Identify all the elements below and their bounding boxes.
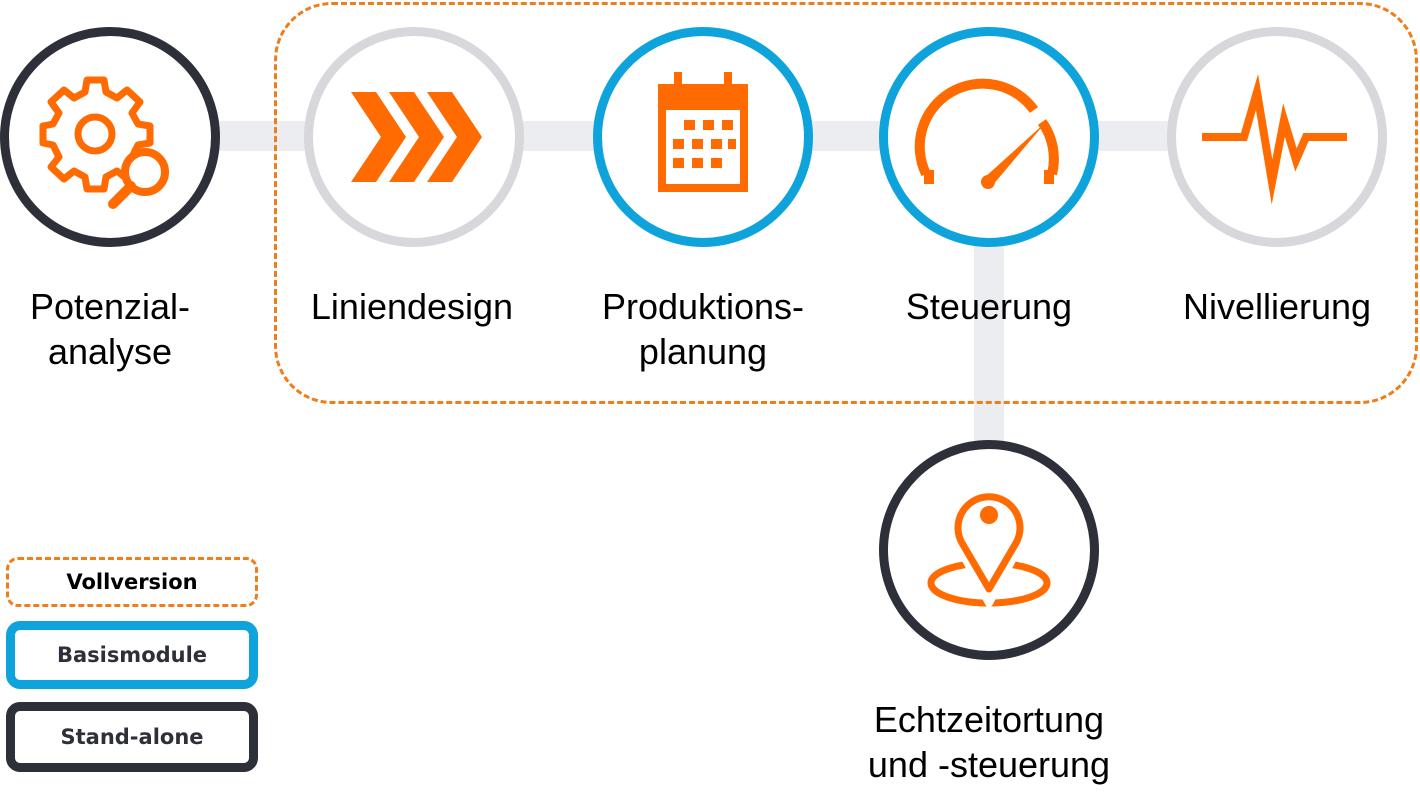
legend-basismodule: Basismodule (6, 621, 258, 689)
node-nivellierung[interactable] (1167, 27, 1387, 247)
group-vollversion-frame (274, 2, 1418, 404)
edge-potenzialanalyse-liniendesign (218, 121, 308, 151)
label-echtzeitortung: Echtzeitortung und -steuerung (867, 699, 1111, 785)
node-steuerung[interactable] (879, 27, 1099, 247)
node-potenzialanalyse[interactable] (0, 27, 220, 247)
calendar-icon (658, 72, 748, 192)
gear-magnifier-icon (39, 76, 169, 209)
node-liniendesign[interactable] (304, 27, 524, 247)
pulse-icon (1202, 73, 1347, 205)
speedometer-icon (914, 78, 1059, 189)
label-steuerung: Steuerung (905, 286, 1073, 327)
node-produktionsplanung[interactable] (593, 27, 813, 247)
label-nivellierung: Nivellierung (1182, 286, 1372, 327)
edge-produktionsplanung-steuerung (810, 121, 884, 151)
triple-chevron-icon (351, 92, 482, 182)
location-pin-icon (927, 493, 1051, 607)
legend-standalone: Stand-alone (6, 702, 258, 772)
edge-liniendesign-produktionsplanung (520, 121, 598, 151)
edge-steuerung-echtzeitortung (974, 238, 1004, 446)
label-produktionsplanung: Produktions- planung (601, 286, 805, 372)
node-echtzeitortung[interactable] (879, 440, 1099, 660)
legend-vollversion: Vollversion (6, 557, 258, 607)
edge-steuerung-nivellierung (1096, 121, 1172, 151)
label-liniendesign: Liniendesign (310, 286, 514, 327)
label-potenzialanalyse: Potenzial- analyse (29, 286, 191, 372)
